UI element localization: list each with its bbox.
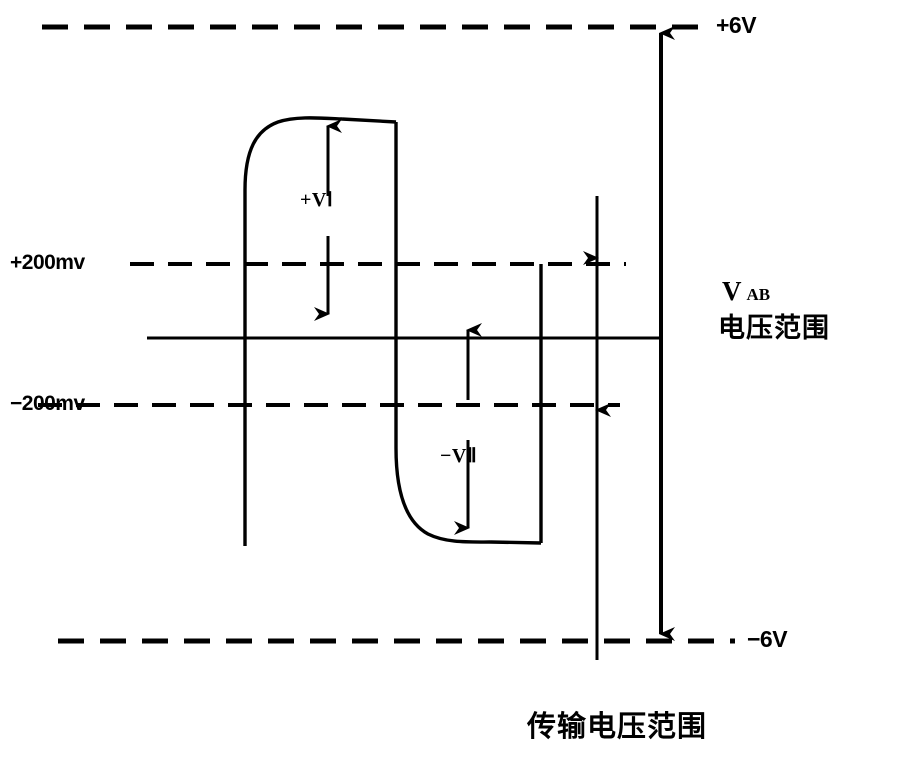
vab-subscript: AB	[746, 285, 771, 304]
minus-6v-label: −6V	[747, 626, 788, 652]
plus-200mv-label: +200mv	[10, 251, 85, 274]
vab-symbol: V	[722, 276, 742, 306]
waveform-rising-edge	[243, 116, 343, 546]
waveform-high-plateau	[341, 117, 397, 124]
bottom-caption: 传输电压范围	[527, 709, 708, 743]
waveform-falling-edge	[394, 122, 491, 544]
signal-waveform	[243, 116, 543, 546]
plus-6v-label: +6V	[716, 12, 757, 38]
reference-lines	[38, 24, 735, 644]
waveform-low-plateau	[489, 540, 542, 545]
negative-swing-label: −VⅡ	[440, 445, 478, 467]
minus-200mv-label: −200mv	[10, 392, 85, 415]
vab-caption: 电压范围	[718, 313, 830, 344]
positive-swing-label: +VⅠ	[300, 189, 334, 211]
